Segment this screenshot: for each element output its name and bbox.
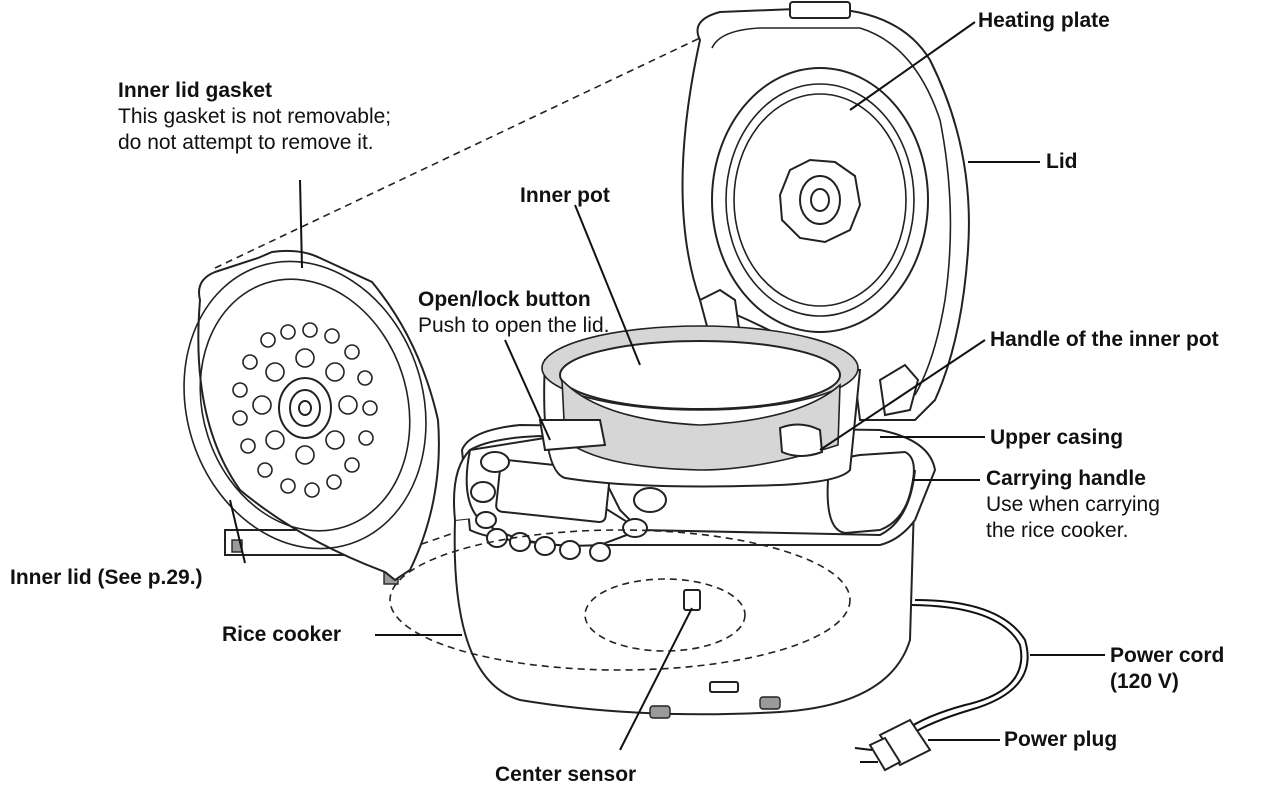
label-power-plug-text: Power plug <box>1004 728 1118 751</box>
lid-illustration <box>681 1 970 421</box>
inner-pot-illustration <box>538 325 862 488</box>
label-inner-lid-gasket-desc-1: This gasket is not removable; <box>118 105 392 128</box>
label-power-plug: Power plug <box>1004 727 1117 753</box>
label-power-cord-text-1: Power cord <box>1110 644 1225 667</box>
label-inner-pot-text: Inner pot <box>520 184 610 207</box>
label-upper-casing-text: Upper casing <box>990 426 1124 449</box>
label-inner-lid: Inner lid (See p.29.) <box>10 565 203 591</box>
label-open-lock-desc: Push to open the lid. <box>418 314 610 337</box>
label-handle-inner-pot-text: Handle of the inner pot <box>990 328 1219 351</box>
label-inner-lid-gasket: Inner lid gasket This gasket is not remo… <box>118 78 391 156</box>
label-open-lock-button: Open/lock button Push to open the lid. <box>418 287 609 339</box>
power-cord-illustration <box>854 599 1029 772</box>
label-carrying-handle: Carrying handle Use when carrying the ri… <box>986 466 1160 544</box>
label-carrying-handle-desc-1: Use when carrying <box>986 493 1160 516</box>
leader-lines <box>229 21 1105 751</box>
label-lid: Lid <box>1046 149 1078 175</box>
label-heating-plate-text: Heating plate <box>978 9 1110 32</box>
label-upper-casing: Upper casing <box>990 425 1123 451</box>
label-center-sensor-text: Center sensor <box>495 763 637 786</box>
label-inner-lid-gasket-title: Inner lid gasket <box>118 79 273 102</box>
label-inner-pot: Inner pot <box>520 183 610 209</box>
label-inner-lid-gasket-desc-2: do not attempt to remove it. <box>118 131 374 154</box>
label-carrying-handle-title: Carrying handle <box>986 467 1146 490</box>
label-inner-lid-text: Inner lid (See p.29.) <box>10 566 203 589</box>
label-power-cord-text-2: (120 V) <box>1110 670 1179 693</box>
label-lid-text: Lid <box>1046 150 1078 173</box>
label-rice-cooker-text: Rice cooker <box>222 623 342 646</box>
label-carrying-handle-desc-2: the rice cooker. <box>986 519 1129 542</box>
label-power-cord: Power cord (120 V) <box>1110 643 1224 695</box>
label-handle-inner-pot: Handle of the inner pot <box>990 327 1219 353</box>
inner-lid-illustration <box>183 249 440 585</box>
label-open-lock-title: Open/lock button <box>418 288 591 311</box>
label-rice-cooker: Rice cooker <box>222 622 341 648</box>
label-heating-plate: Heating plate <box>978 8 1110 34</box>
label-center-sensor: Center sensor <box>495 762 636 788</box>
